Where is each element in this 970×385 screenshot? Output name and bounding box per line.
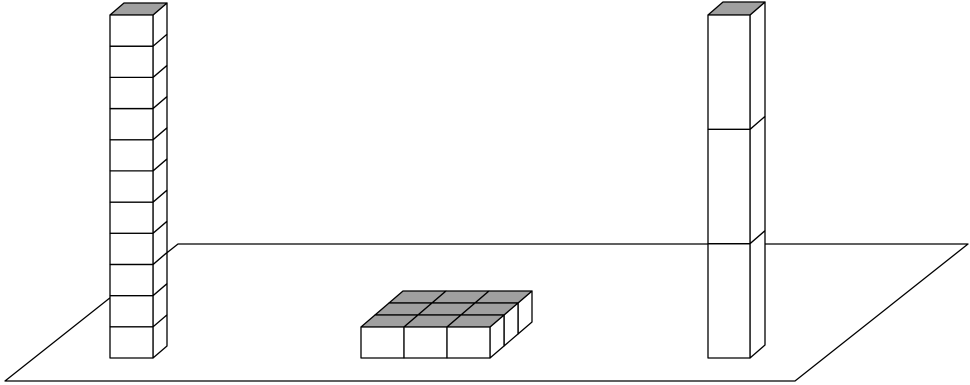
long-block — [708, 116, 765, 243]
front-face — [110, 109, 153, 140]
front-face — [447, 327, 490, 358]
long-block — [708, 231, 765, 358]
front-face — [110, 327, 153, 358]
side-face — [750, 231, 765, 358]
front-face — [110, 140, 153, 171]
front-face — [404, 327, 447, 358]
side-face — [750, 116, 765, 243]
layer-cube — [447, 315, 504, 358]
front-face — [361, 327, 404, 358]
front-face — [110, 233, 153, 264]
front-face — [110, 171, 153, 202]
front-face — [110, 296, 153, 327]
front-face — [708, 244, 750, 358]
unit-cube — [110, 3, 167, 46]
right-block-stack — [708, 2, 765, 358]
front-face — [110, 77, 153, 108]
front-face — [110, 202, 153, 233]
long-block — [708, 2, 765, 129]
side-face — [750, 2, 765, 129]
front-face — [110, 264, 153, 295]
front-face — [708, 15, 750, 129]
left-cube-stack — [110, 3, 167, 358]
front-face — [110, 15, 153, 46]
front-face — [110, 46, 153, 77]
front-face — [708, 129, 750, 243]
